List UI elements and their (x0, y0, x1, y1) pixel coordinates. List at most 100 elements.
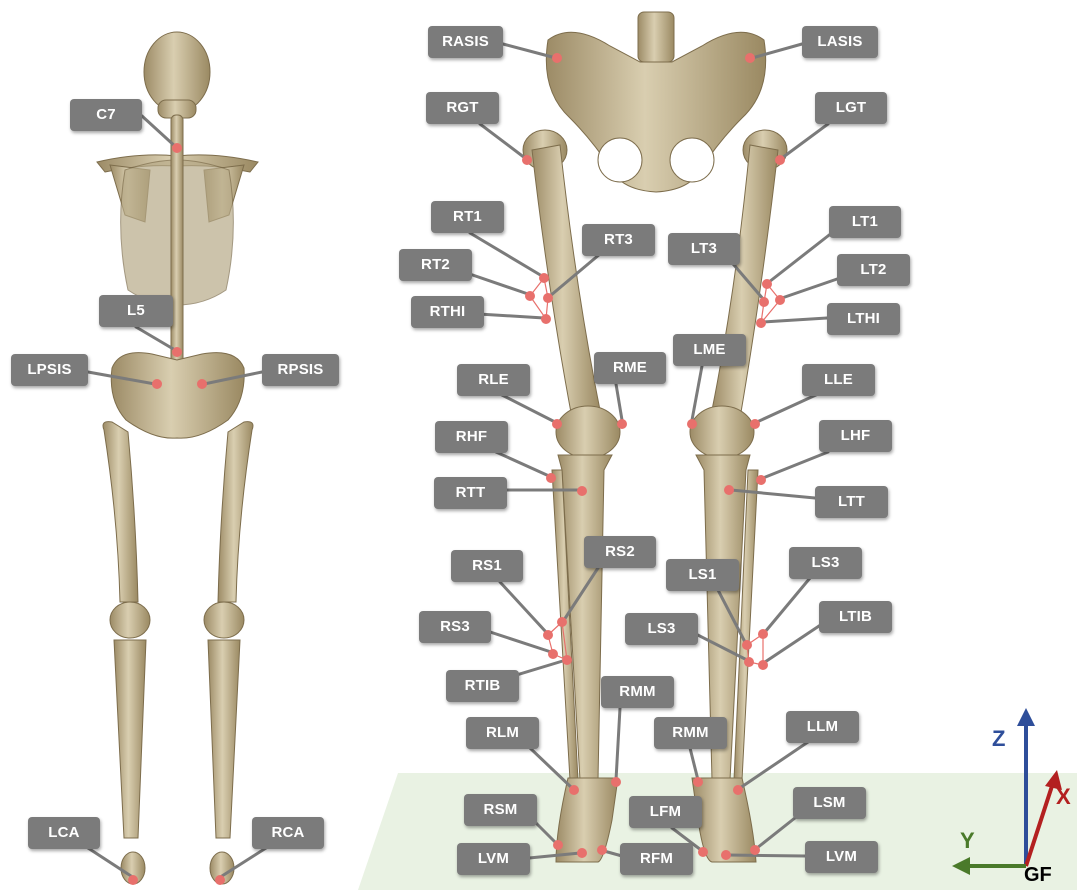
marker-rmm (611, 777, 621, 787)
marker-lgt (775, 155, 785, 165)
label-lgt: LGT (815, 92, 887, 124)
label-rt3: RT3 (582, 224, 655, 256)
marker-rt1 (539, 273, 549, 283)
label-rfm: RFM (620, 843, 693, 875)
label-rca: RCA (252, 817, 324, 849)
right-tibia-posterior (114, 640, 146, 838)
marker-lfm (698, 847, 708, 857)
axis-label-y: Y (960, 828, 975, 854)
leader-line (769, 232, 833, 282)
marker-c7 (172, 143, 182, 153)
marker-lca (128, 875, 138, 885)
label-rle: RLE (457, 364, 530, 396)
left-tibia-posterior (208, 640, 240, 838)
marker-rtib (562, 655, 572, 665)
label-lasis: LASIS (802, 26, 878, 58)
marker-ltt (724, 485, 734, 495)
label-rt2: RT2 (399, 249, 472, 281)
marker-ls3u (758, 629, 768, 639)
leader-line (500, 582, 546, 632)
label-lpsis: LPSIS (11, 354, 88, 386)
marker-rmm2 (693, 777, 703, 787)
label-lca: LCA (28, 817, 100, 849)
leader-line (496, 452, 549, 476)
marker-rlm (569, 785, 579, 795)
leader-line (480, 124, 525, 158)
marker-lme (687, 419, 697, 429)
label-rthi: RTHI (411, 296, 484, 328)
label-ltib: LTIB (819, 601, 892, 633)
leader-line (782, 124, 828, 158)
z-axis-arrowhead (1017, 708, 1035, 726)
label-rgt: RGT (426, 92, 499, 124)
label-rs1: RS1 (451, 550, 523, 582)
leader-line (757, 394, 818, 422)
marker-lt3 (759, 297, 769, 307)
axis-label-origin: GF (1024, 864, 1052, 887)
leader-line (692, 366, 702, 420)
marker-lvm_r (577, 848, 587, 858)
left-knee-anterior (690, 406, 754, 458)
label-rsm: RSM (464, 794, 537, 826)
label-rlm: RLM (466, 717, 539, 749)
label-rpsis: RPSIS (262, 354, 339, 386)
marker-ls1 (742, 640, 752, 650)
posterior-skeleton (97, 32, 258, 884)
left-knee-posterior (204, 602, 244, 638)
marker-rt2 (525, 291, 535, 301)
label-l5: L5 (99, 295, 173, 327)
marker-lt2 (775, 295, 785, 305)
label-lme: LME (673, 334, 746, 366)
marker-rpsis (197, 379, 207, 389)
label-lhf: LHF (819, 420, 892, 452)
leader-line (616, 384, 622, 420)
label-lvm-left: LVM (805, 841, 878, 873)
marker-lhf (756, 475, 766, 485)
leader-line (782, 278, 840, 298)
leader-line (500, 394, 555, 422)
marker-rthi (541, 314, 551, 324)
label-rs2: RS2 (584, 536, 656, 568)
label-rtib: RTIB (446, 670, 519, 702)
marker-lle (750, 419, 760, 429)
marker-rgt (522, 155, 532, 165)
marker-rtt (577, 486, 587, 496)
marker-ltib (758, 660, 768, 670)
label-ls3-upper: LS3 (789, 547, 862, 579)
marker-lt1 (762, 279, 772, 289)
label-ltt: LTT (815, 486, 888, 518)
leader-line (728, 855, 805, 856)
marker-rle (552, 419, 562, 429)
leader-line (136, 327, 175, 350)
label-rs3: RS3 (419, 611, 491, 643)
marker-lvm_l (721, 850, 731, 860)
leader-line (765, 578, 810, 632)
right-knee-posterior (110, 602, 150, 638)
marker-l5 (172, 347, 182, 357)
axis-label-x: X (1056, 784, 1071, 810)
label-ls3-lower: LS3 (625, 613, 698, 645)
label-ls1: LS1 (666, 559, 739, 591)
posterior-pelvis (111, 353, 244, 439)
right-obturator (598, 138, 642, 182)
marker-rfm (597, 845, 607, 855)
label-lvm-right: LVM (457, 843, 530, 875)
marker-lasis (745, 53, 755, 63)
marker-ls3l (744, 657, 754, 667)
label-rhf: RHF (435, 421, 508, 453)
leader-line (470, 233, 542, 276)
marker-lthi (756, 318, 766, 328)
label-rtt: RTT (434, 477, 507, 509)
label-rt1: RT1 (431, 201, 504, 233)
left-femur-posterior (218, 422, 253, 602)
label-lle: LLE (802, 364, 875, 396)
leader-line (765, 624, 822, 662)
label-lt3: LT3 (668, 233, 740, 265)
leader-line (763, 318, 827, 322)
label-lfm: LFM (629, 796, 702, 828)
label-lt1: LT1 (829, 206, 901, 238)
label-lsm: LSM (793, 787, 866, 819)
marker-rsm (553, 840, 563, 850)
label-lt2: LT2 (837, 254, 910, 286)
